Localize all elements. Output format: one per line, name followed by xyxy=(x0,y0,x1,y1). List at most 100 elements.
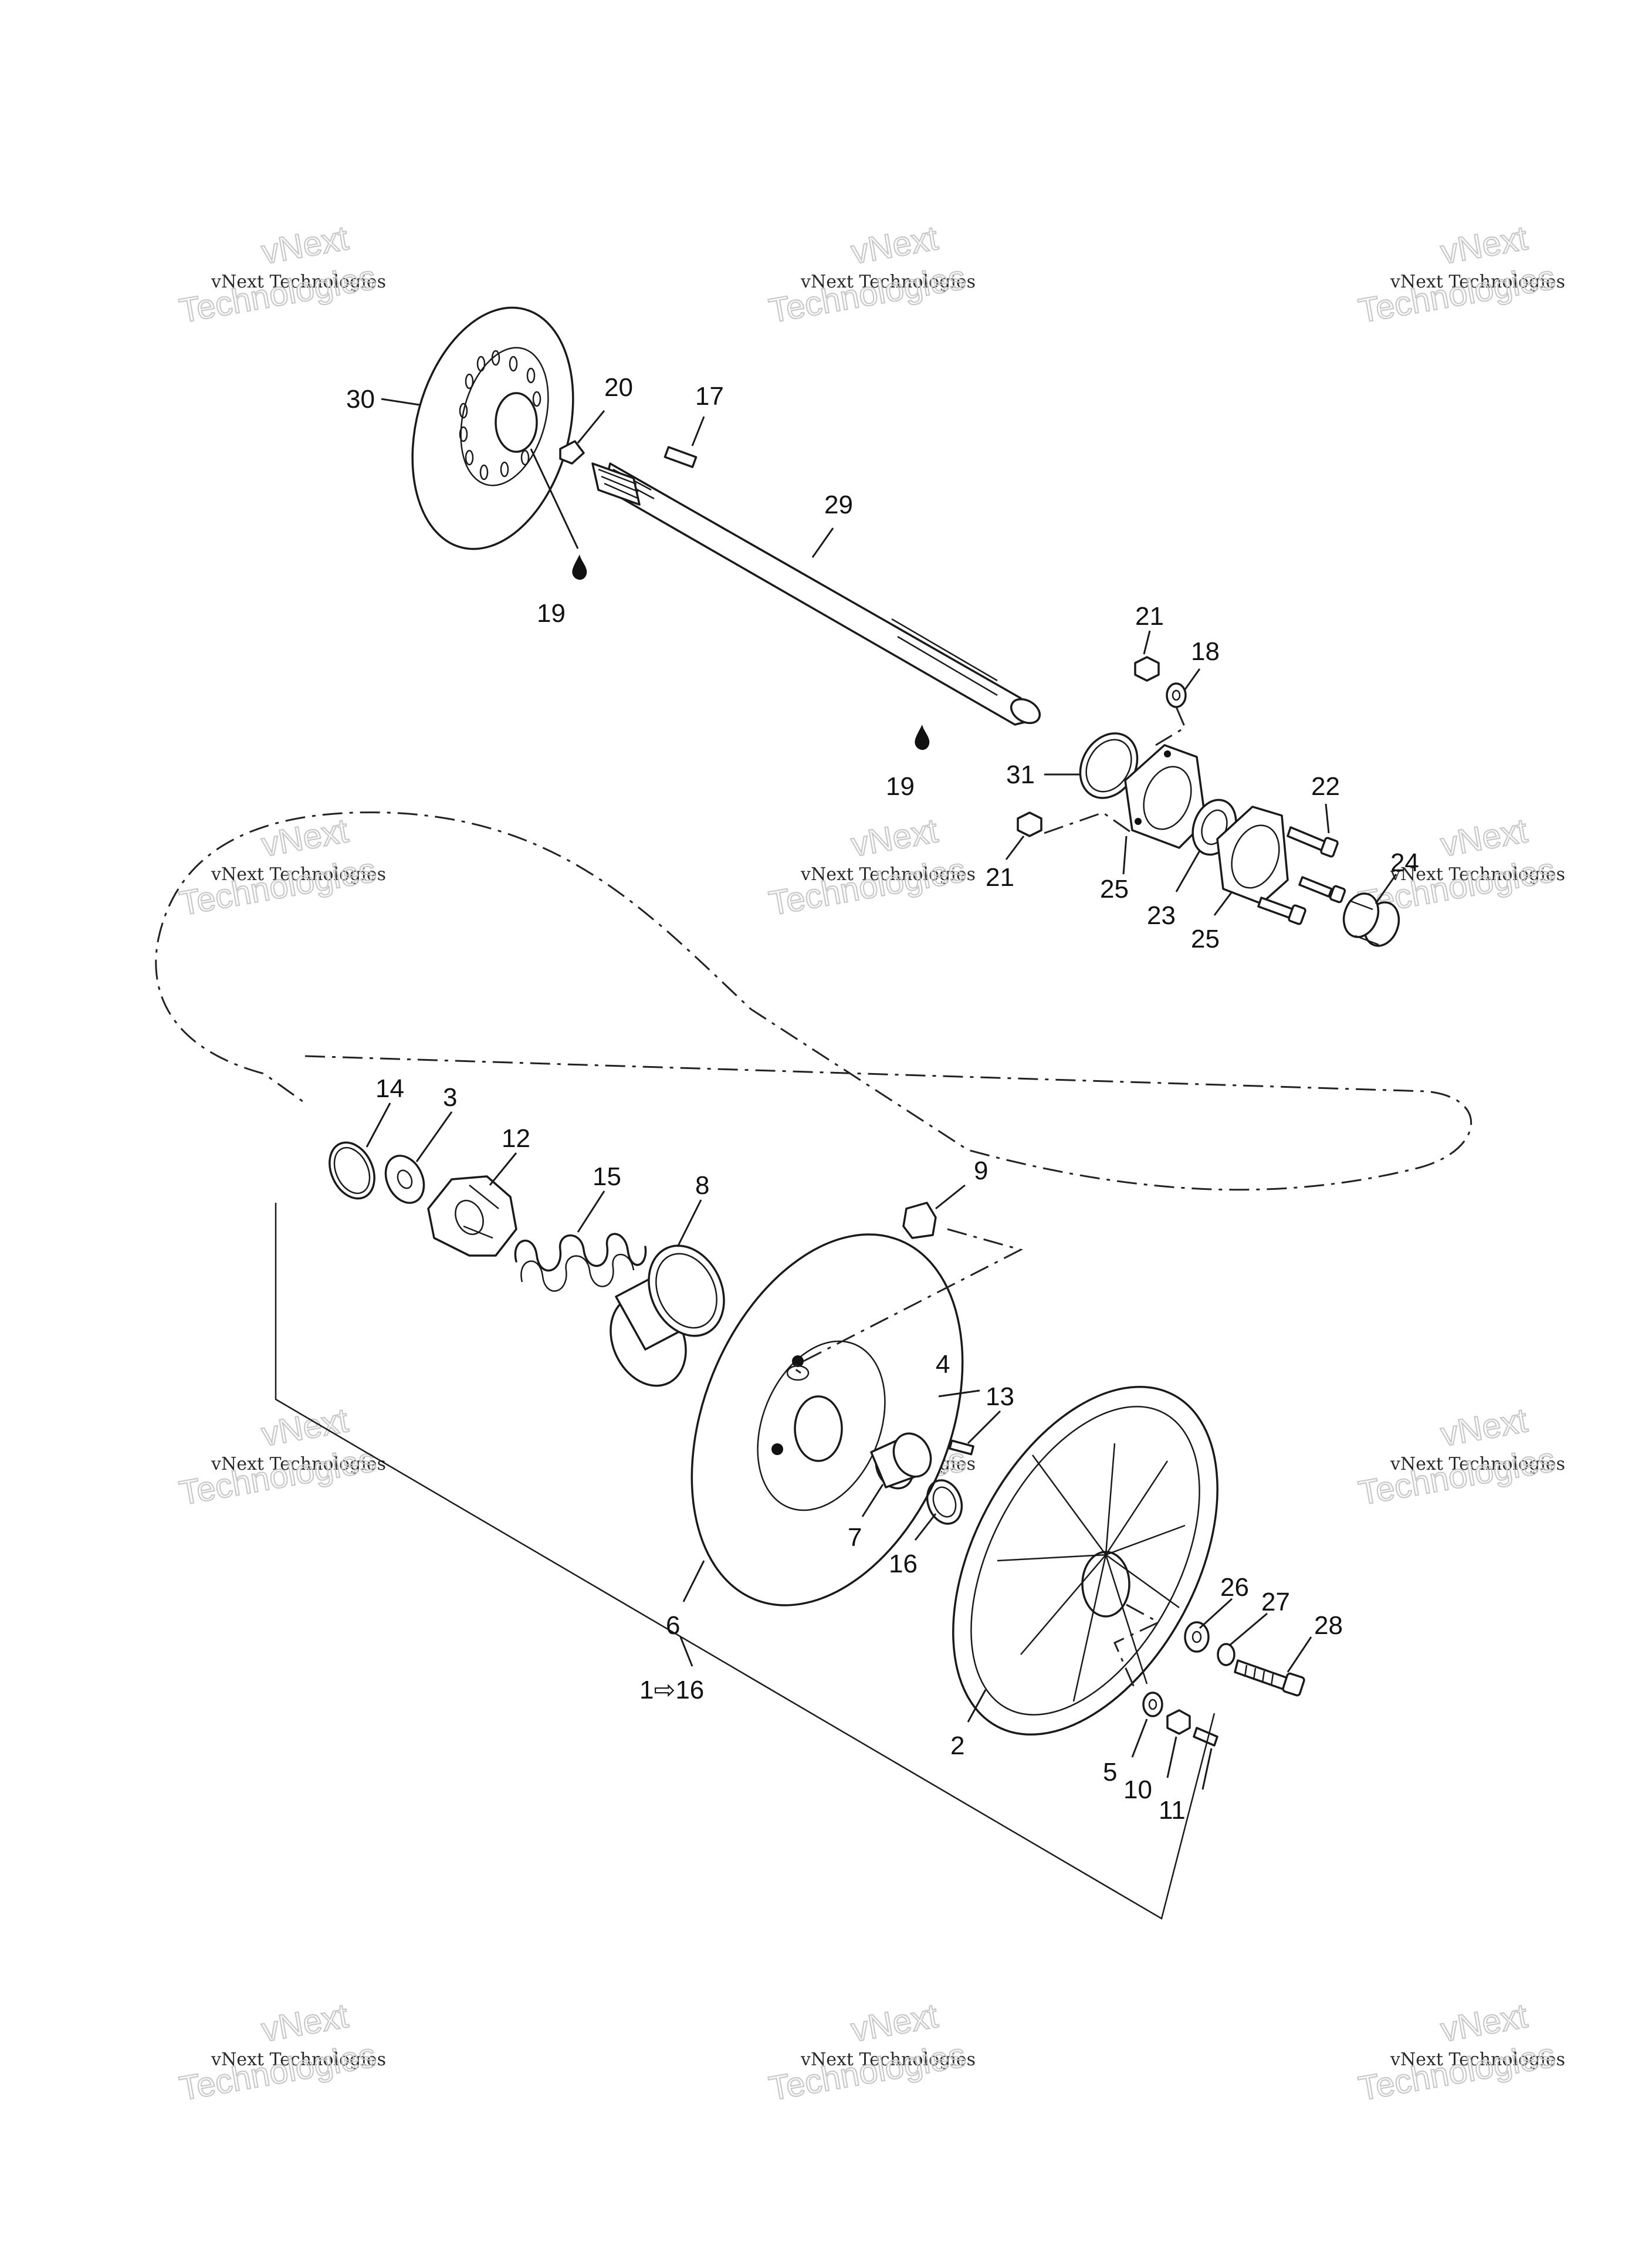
svg-text:vNext Technologies: vNext Technologies xyxy=(1390,2049,1565,2070)
hex-nut xyxy=(1017,811,1042,837)
callout-24: 24 xyxy=(1390,848,1419,877)
watermark: vNext vNext Technologies Technologies xyxy=(766,1996,976,2109)
callout-26: 26 xyxy=(1220,1573,1249,1602)
brake-disc xyxy=(411,306,574,550)
watermark: vNext vNext Technologies Technologies xyxy=(176,1400,386,1513)
callout-labels: 30 20 17 29 19 19 21 18 31 22 24 21 25 2… xyxy=(346,373,1419,1825)
callout-21: 21 xyxy=(1135,602,1164,631)
thrust-washer xyxy=(384,1155,425,1204)
callout-10: 10 xyxy=(1123,1775,1152,1804)
flange-bolt xyxy=(1257,897,1306,925)
callout-17: 17 xyxy=(695,382,724,411)
pulley-bolt xyxy=(1234,1659,1305,1697)
callout-19: 19 xyxy=(537,599,566,628)
watermark: vNext vNext Technologies Technologies xyxy=(766,218,976,331)
shaft-spline-end xyxy=(591,462,641,506)
flange-bolt xyxy=(1298,876,1346,904)
svg-text:vNext: vNext xyxy=(259,1401,351,1454)
grease-drop-icon xyxy=(572,554,587,580)
callout-23: 23 xyxy=(1147,901,1176,930)
svg-text:vNext: vNext xyxy=(1438,1997,1530,2049)
svg-text:vNext: vNext xyxy=(259,811,351,864)
svg-text:vNext: vNext xyxy=(1438,1401,1530,1454)
svg-text:vNext: vNext xyxy=(848,811,940,864)
svg-text:vNext: vNext xyxy=(848,219,940,272)
callout-16: 16 xyxy=(889,1550,918,1578)
watermark: vNext vNext Technologies Technologies xyxy=(1355,1996,1565,2109)
movable-sheave xyxy=(690,1233,964,1606)
lock-washer xyxy=(1217,1643,1235,1666)
callout-9: 9 xyxy=(974,1156,988,1185)
callout-30: 30 xyxy=(346,385,375,414)
svg-text:vNext Technologies: vNext Technologies xyxy=(1390,1454,1565,1474)
grease-drop-icon xyxy=(915,725,930,750)
hex-nut xyxy=(1134,656,1160,682)
svg-text:vNext: vNext xyxy=(1438,811,1530,864)
svg-text:vNext Technologies: vNext Technologies xyxy=(800,864,976,885)
washer xyxy=(1142,1692,1163,1717)
callout-1-to-16: 1⇨16 xyxy=(639,1676,704,1704)
callout-7: 7 xyxy=(848,1523,862,1552)
assembly-guide-line xyxy=(790,1228,1024,1374)
callout-4: 4 xyxy=(936,1350,950,1379)
leader-lines xyxy=(365,398,1397,1790)
shaft-key xyxy=(663,446,698,468)
svg-text:vNext Technologies: vNext Technologies xyxy=(211,272,386,292)
svg-text:vNext: vNext xyxy=(848,1997,940,2049)
svg-text:vNext Technologies: vNext Technologies xyxy=(1390,864,1565,885)
svg-text:vNext: vNext xyxy=(259,219,351,272)
callout-14: 14 xyxy=(375,1074,404,1103)
svg-text:vNext Technologies: vNext Technologies xyxy=(800,272,976,292)
watermarks: vNext vNext Technologies Technologies vN… xyxy=(176,218,1565,2109)
callout-6: 6 xyxy=(666,1611,680,1640)
set-screw xyxy=(559,440,585,465)
svg-text:vNext Technologies: vNext Technologies xyxy=(800,2049,976,2070)
sliding-buttons-bushing xyxy=(610,1244,725,1387)
drive-belt-outline xyxy=(155,811,1472,1191)
fixed-sheave xyxy=(952,1385,1218,1736)
callout-11: 11 xyxy=(1159,1796,1186,1825)
svg-text:vNext Technologies: vNext Technologies xyxy=(211,2049,386,2070)
bushing-guide xyxy=(870,1432,932,1490)
damper-cap xyxy=(902,1202,937,1239)
roll-pin xyxy=(949,1439,974,1456)
assembly-bracket xyxy=(275,1203,1216,1920)
assembly-guide-line xyxy=(1044,706,1186,834)
svg-text:vNext Technologies: vNext Technologies xyxy=(211,1454,386,1474)
watermark: vNext vNext Technologies Technologies xyxy=(1355,1400,1565,1513)
callout-3: 3 xyxy=(443,1083,457,1112)
cam xyxy=(427,1175,517,1257)
callout-31: 31 xyxy=(1006,760,1035,789)
watermark: vNext vNext Technologies Technologies xyxy=(766,811,976,923)
washer xyxy=(1166,682,1187,708)
callout-12: 12 xyxy=(502,1124,530,1153)
assembly-guide-line xyxy=(1113,1604,1161,1690)
retaining-ring xyxy=(926,1479,963,1525)
callout-25: 25 xyxy=(1100,875,1129,904)
set-screw xyxy=(1193,1727,1218,1747)
callout-21: 21 xyxy=(986,863,1014,892)
shaft-collar xyxy=(1342,892,1400,947)
callout-18: 18 xyxy=(1191,637,1220,666)
callout-29: 29 xyxy=(824,490,853,519)
watermark: vNext vNext Technologies Technologies xyxy=(176,218,386,331)
callout-13: 13 xyxy=(986,1382,1014,1411)
washer xyxy=(1184,1621,1210,1653)
flange-bolt xyxy=(1287,826,1339,858)
callout-5: 5 xyxy=(1103,1758,1117,1787)
watermark: vNext vNext Technologies Technologies xyxy=(176,811,386,923)
watermark: vNext vNext Technologies Technologies xyxy=(176,1996,386,2109)
jam-nut xyxy=(1166,1709,1191,1735)
callout-19: 19 xyxy=(886,772,915,801)
callout-27: 27 xyxy=(1261,1588,1290,1616)
svg-text:vNext Technologies: vNext Technologies xyxy=(1390,272,1565,292)
callout-8: 8 xyxy=(695,1171,709,1200)
callout-2: 2 xyxy=(950,1731,964,1760)
watermark: vNext vNext Technologies Technologies xyxy=(1355,218,1565,331)
svg-text:vNext Technologies: vNext Technologies xyxy=(211,864,386,885)
callout-20: 20 xyxy=(604,373,633,402)
svg-text:vNext: vNext xyxy=(259,1997,351,2049)
svg-text:vNext: vNext xyxy=(1438,219,1530,272)
callout-15: 15 xyxy=(593,1162,621,1191)
